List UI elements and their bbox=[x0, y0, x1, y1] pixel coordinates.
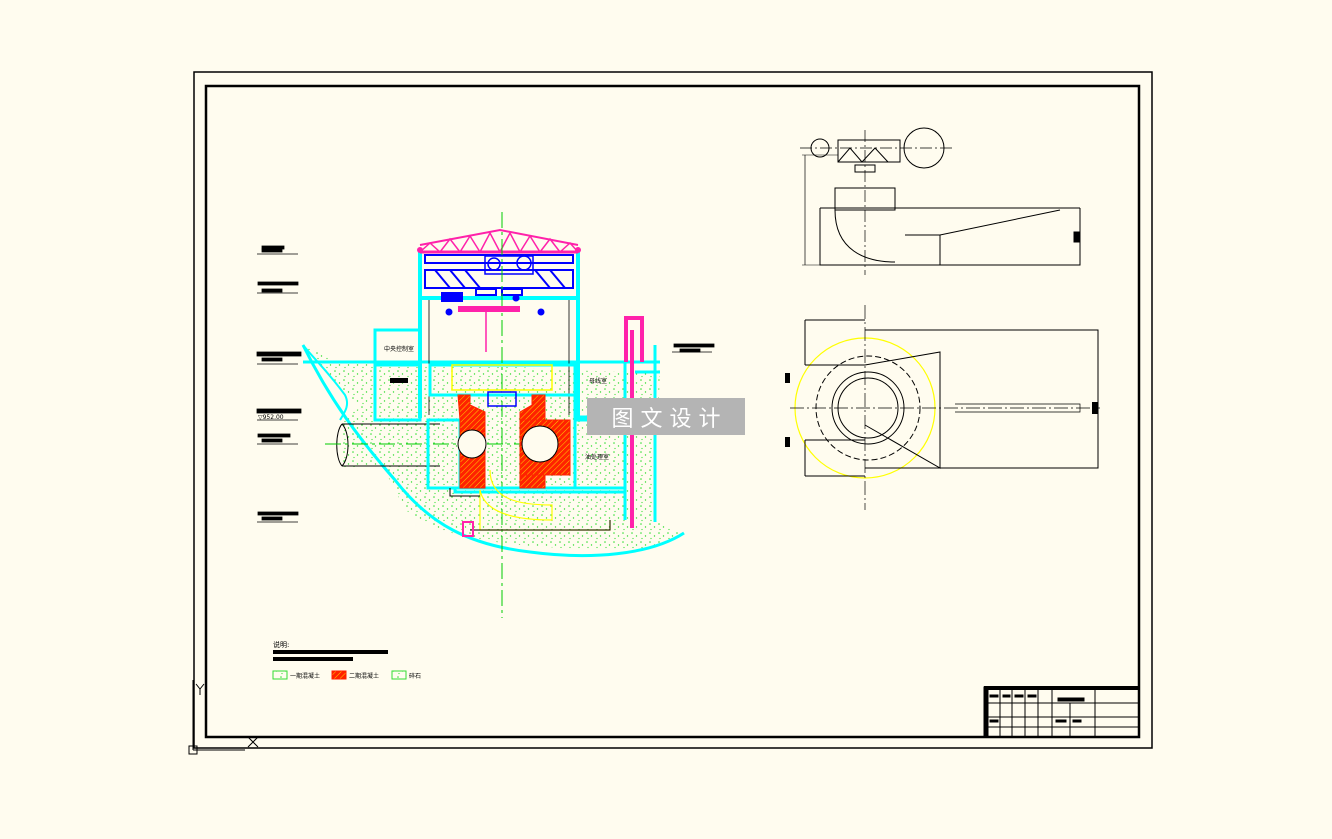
room-label-bus: 母线室 bbox=[589, 377, 607, 385]
bridge-crane bbox=[424, 254, 574, 302]
spiral-case-elevation bbox=[800, 127, 1081, 275]
notes-title: 说明: bbox=[273, 640, 289, 649]
title-block bbox=[983, 686, 1140, 738]
legend: 一期混凝土 二期混凝土 碎石 bbox=[272, 670, 421, 680]
spiral-case-plan bbox=[785, 305, 1100, 510]
powerhouse-section: 中央控制室 母线室 油处理室 ▽95 bbox=[256, 212, 715, 618]
ucs-icon bbox=[188, 680, 259, 755]
gravel-fill bbox=[303, 345, 684, 550]
roof-truss bbox=[419, 228, 579, 254]
legend-label-3: 碎石 bbox=[409, 672, 421, 680]
room-label-center-control: 中央控制室 bbox=[384, 345, 414, 353]
elevation-marks bbox=[256, 245, 715, 523]
notes: 说明: bbox=[273, 640, 388, 661]
legend-label-1: 一期混凝土 bbox=[290, 672, 320, 680]
legend-label-2: 二期混凝土 bbox=[349, 672, 379, 680]
watermark-text: 图 文 设 计 bbox=[612, 407, 721, 432]
room-label-oil: 油处理室 bbox=[585, 453, 609, 461]
drawing-frame bbox=[193, 71, 1153, 749]
watermark: 图 文 设 计 bbox=[587, 398, 745, 435]
penstock bbox=[336, 423, 440, 467]
elevation-label: ▽952.00 bbox=[258, 414, 284, 421]
room-labels: 中央控制室 母线室 油处理室 bbox=[384, 345, 609, 461]
